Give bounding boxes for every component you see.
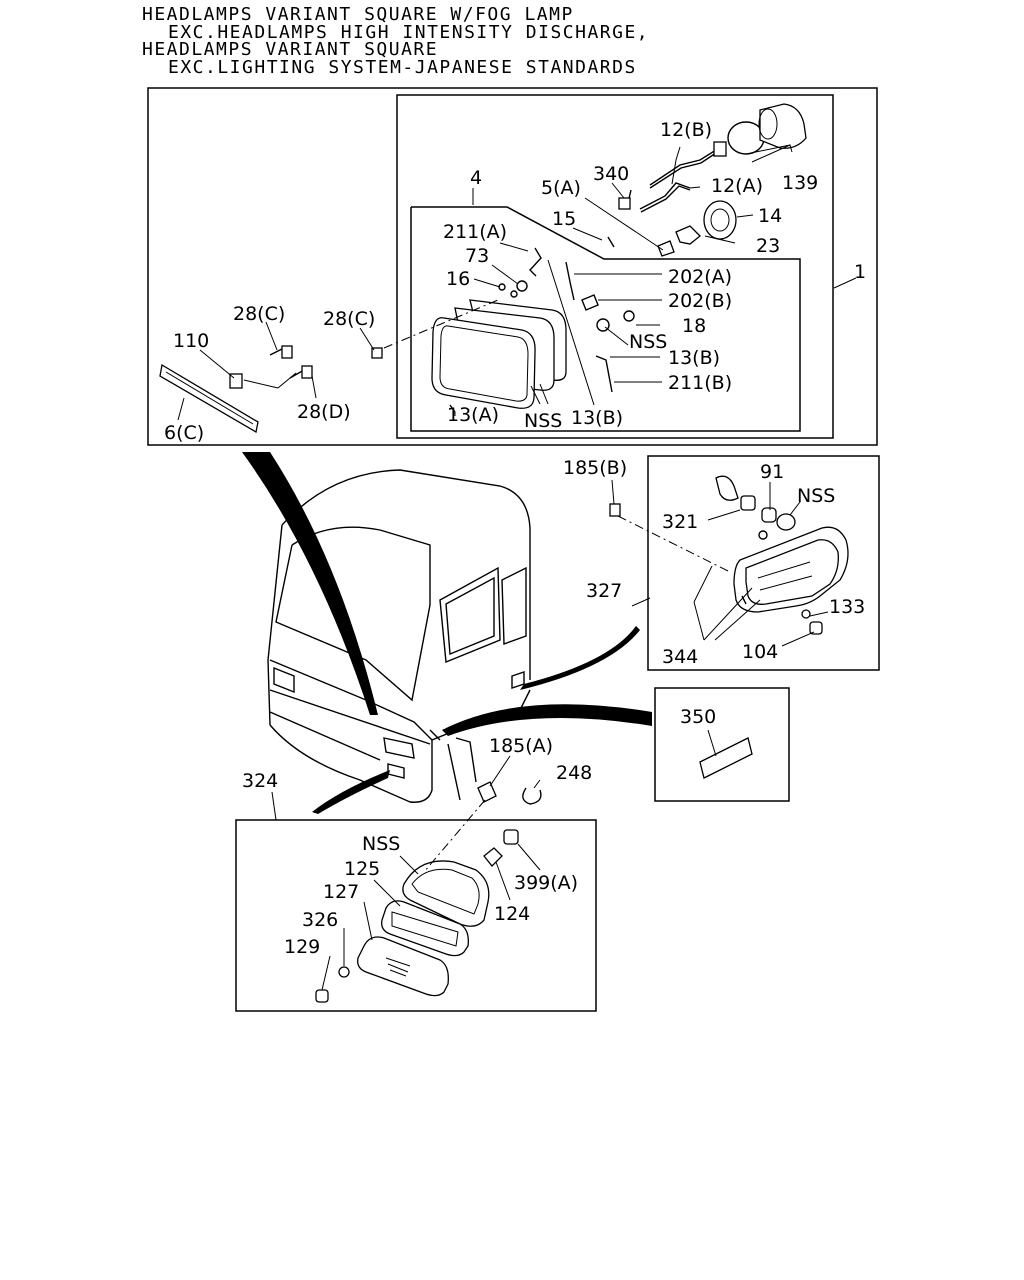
label-104: 104 xyxy=(742,641,778,663)
label-399a: 399(A) xyxy=(514,872,578,894)
label-13b-upper: 13(B) xyxy=(668,347,720,369)
label-13b-lower: 13(B) xyxy=(571,407,623,429)
label-12b: 12(B) xyxy=(660,119,712,141)
header-line-1: HEADLAMPS VARIANT SQUARE W/FOG LAMP xyxy=(142,4,574,25)
callout-curve-headlamp xyxy=(242,452,378,715)
headlamp-housing xyxy=(431,299,567,409)
label-110: 110 xyxy=(173,330,209,352)
callout-curve-side-lamp xyxy=(520,626,640,690)
label-202a: 202(A) xyxy=(668,266,732,288)
label-327: 327 xyxy=(586,580,622,602)
label-nss-side: NSS xyxy=(797,485,835,507)
side-turn-lamp xyxy=(609,475,849,635)
leader-lines-side xyxy=(611,479,829,647)
label-15: 15 xyxy=(552,208,576,230)
label-344: 344 xyxy=(662,646,698,668)
label-nss-lens: NSS xyxy=(524,410,562,432)
label-nss-headlamp: NSS xyxy=(629,331,667,353)
label-185b: 185(B) xyxy=(563,457,627,479)
label-326: 326 xyxy=(302,909,338,931)
label-133: 133 xyxy=(829,596,865,618)
label-125: 125 xyxy=(344,858,380,880)
label-18: 18 xyxy=(682,315,706,337)
label-350: 350 xyxy=(680,706,716,728)
header-line-3: HEADLAMPS VARIANT SQUARE xyxy=(142,39,439,60)
label-14: 14 xyxy=(758,205,782,227)
label-6c: 6(C) xyxy=(164,422,204,444)
label-139: 139 xyxy=(782,172,818,194)
label-129: 129 xyxy=(284,936,320,958)
headlamp-panel-outer xyxy=(147,87,878,446)
callout-curve-front-lamp xyxy=(312,770,390,814)
label-340: 340 xyxy=(593,163,629,185)
label-13a: 13(A) xyxy=(447,404,499,426)
label-5a: 5(A) xyxy=(541,177,581,199)
grille-bar xyxy=(159,345,383,434)
label-185a: 185(A) xyxy=(489,735,553,757)
headlamp-panel-inner xyxy=(396,94,834,439)
label-91: 91 xyxy=(760,461,784,483)
label-321: 321 xyxy=(662,511,698,533)
label-124: 124 xyxy=(494,903,530,925)
label-248: 248 xyxy=(556,762,592,784)
header-line-4: EXC.LIGHTING SYSTEM-JAPANESE STANDARDS xyxy=(168,57,637,78)
front-turn-lamp xyxy=(315,781,542,1003)
label-324: 324 xyxy=(242,770,278,792)
truck-cab xyxy=(267,469,531,803)
label-28d: 28(D) xyxy=(297,401,351,423)
label-23: 23 xyxy=(756,235,780,257)
label-28c-left: 28(C) xyxy=(233,303,285,325)
side-lamp-panel xyxy=(647,455,880,671)
label-211a: 211(A) xyxy=(443,221,507,243)
label-211b: 211(B) xyxy=(668,372,732,394)
marker-lamp xyxy=(699,737,753,779)
label-73: 73 xyxy=(465,245,489,267)
front-lamp-panel xyxy=(235,819,597,1012)
bulb-assembly xyxy=(607,103,807,257)
leader-lines-front xyxy=(271,755,541,991)
label-nss-front: NSS xyxy=(362,833,400,855)
label-4: 4 xyxy=(470,167,482,189)
headlamp-unit-box xyxy=(410,206,801,432)
marker-panel xyxy=(654,687,790,802)
mount-brackets xyxy=(449,247,635,413)
label-202b: 202(B) xyxy=(668,290,732,312)
label-12a: 12(A) xyxy=(711,175,763,197)
header-line-2: EXC.HEADLAMPS HIGH INTENSITY DISCHARGE, xyxy=(168,22,650,43)
label-127: 127 xyxy=(323,881,359,903)
label-1: 1 xyxy=(854,261,866,283)
leader-lines-top xyxy=(177,144,857,421)
callout-curve-marker xyxy=(442,704,652,736)
label-16: 16 xyxy=(446,268,470,290)
label-28c-right: 28(C) xyxy=(323,308,375,330)
